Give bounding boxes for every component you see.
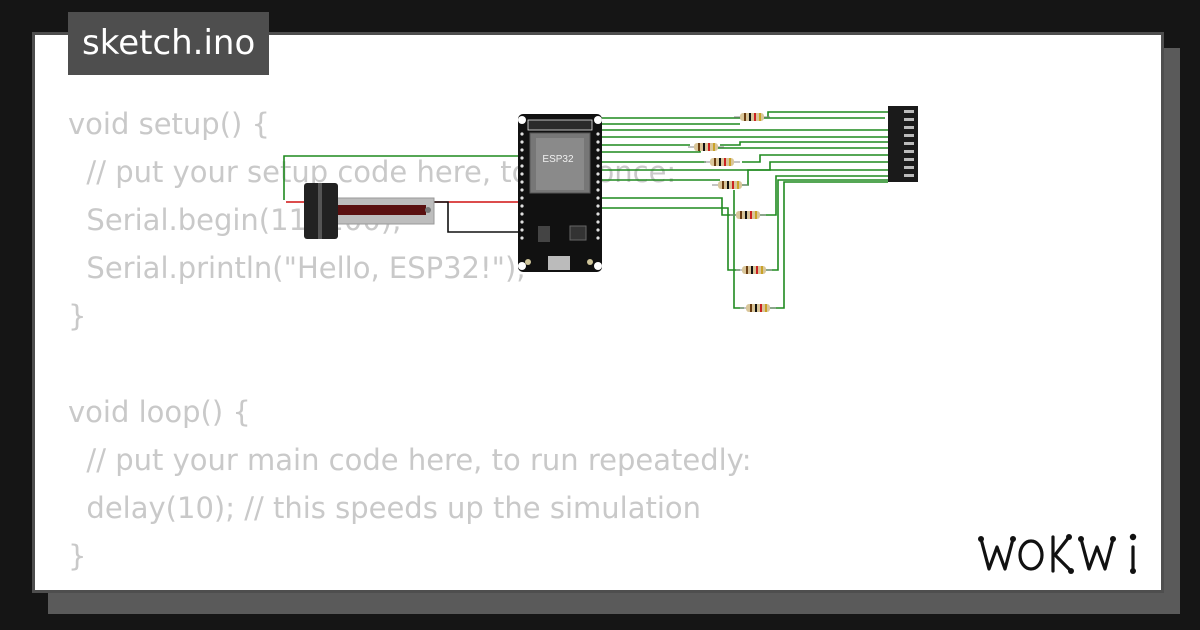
resistor [730,211,766,219]
code-editor[interactable]: void setup() { // put your setup code he… [68,100,948,580]
esp32-board[interactable]: ESP32 [518,114,602,272]
wire-green [596,141,888,146]
code-line: } [68,299,87,333]
wire-green [596,161,888,171]
wire-green [283,155,520,200]
resistors [688,113,776,312]
code-line: void setup() { [68,107,270,141]
wire-green [596,207,740,271]
wire-green [596,154,888,163]
resistor [734,113,770,121]
pin-header[interactable] [888,106,918,182]
resistor [704,158,740,166]
file-tab[interactable]: sketch.ino [68,12,270,75]
wire-green [596,111,888,125]
wokwi-logo [978,533,1137,574]
code-line: } [68,539,87,573]
wire-green [596,147,888,153]
resistor [688,143,724,151]
wire-green [596,197,738,216]
slide-potentiometer[interactable] [304,183,435,239]
resistor [736,266,772,274]
wire-green [758,175,888,216]
resistor [740,304,776,312]
wire-black [432,201,522,233]
resistor [712,181,748,189]
code-line: // put your main code here, to run repea… [68,443,752,477]
code-line: Serial.println("Hello, ESP32!"); [68,251,527,285]
file-tab-label: sketch.ino [82,23,256,63]
board-label: ESP32 [542,154,574,165]
wire-green [733,181,888,309]
code-line: delay(10); // this speeds up the simulat… [68,491,702,525]
code-line: void loop() { [68,395,251,429]
